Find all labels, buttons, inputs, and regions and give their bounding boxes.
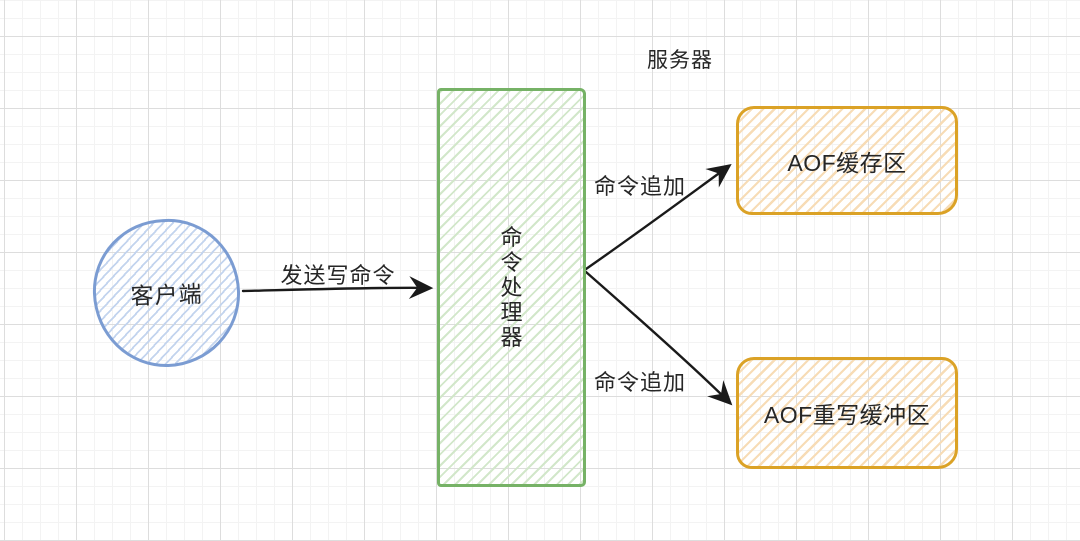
client-label: 客户端 [130, 280, 204, 310]
aof-buffer-node: AOF缓存区 [736, 106, 958, 215]
append-top-edge-label: 命令追加 [593, 174, 686, 199]
command-processor-node: 命令处理器 [437, 88, 586, 487]
client-node: 客户端 [90, 216, 243, 370]
aof-buffer-label: AOF缓存区 [787, 149, 907, 176]
aof-rewrite-buffer-node: AOF重写缓冲区 [736, 357, 958, 469]
command-processor-label: 命令处理器 [500, 225, 523, 350]
server-region-label: 服务器 [647, 49, 713, 72]
append-bottom-edge-label: 命令追加 [593, 370, 686, 395]
aof-rewrite-buffer-label: AOF重写缓冲区 [763, 402, 931, 428]
send-write-edge-label: 发送写命令 [280, 263, 396, 288]
